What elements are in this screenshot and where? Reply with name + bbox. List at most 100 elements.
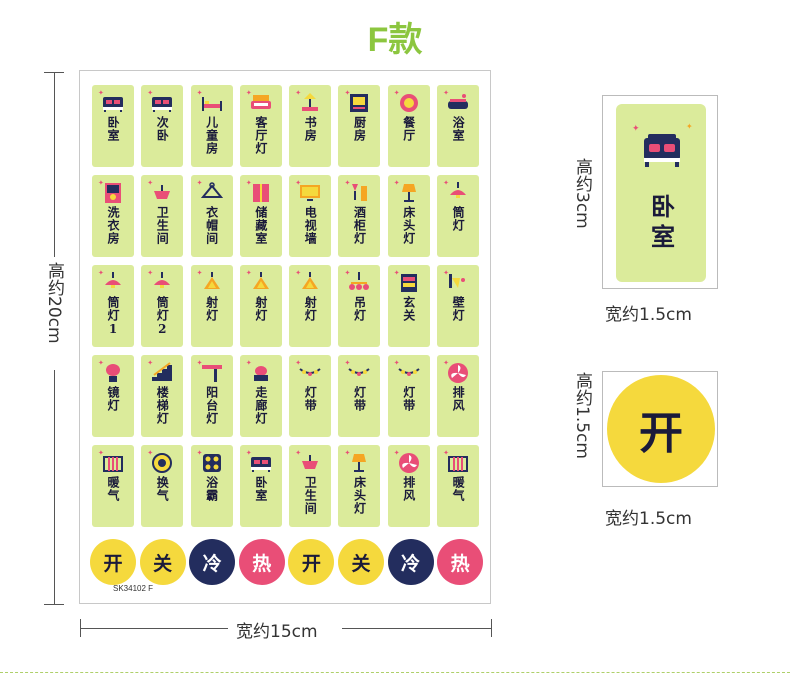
bed-icon xyxy=(250,457,271,472)
sparkle-icon: ✦ xyxy=(443,449,449,457)
sticker-label: 排风 xyxy=(401,476,416,502)
stairs-icon xyxy=(152,362,173,381)
tv-icon xyxy=(300,185,321,201)
sticker-tile: ✦筒灯1 xyxy=(92,265,134,347)
sparkle-icon: ✦ xyxy=(98,449,104,457)
round-sticker: 热 xyxy=(437,539,484,585)
bathtub-icon xyxy=(448,94,469,109)
sticker-tile: ✦ 床头灯 xyxy=(338,445,381,527)
stove-icon xyxy=(350,94,369,112)
sparkle-icon: ✦ xyxy=(245,449,252,457)
sparkle-icon: ✦ xyxy=(196,359,203,367)
sticker-tile: ✦灯带 xyxy=(387,355,430,437)
heater-icon xyxy=(448,456,469,472)
sticker-tile: ✦换气 xyxy=(141,445,184,527)
sticker-label: 书房 xyxy=(303,116,318,142)
sparkle-icon: ✦ xyxy=(245,359,252,367)
downlight-icon xyxy=(450,182,467,198)
sticker-tile: ✦卫生间 xyxy=(141,175,184,257)
sticker-label: 洗衣房 xyxy=(106,206,120,245)
sparkle-icon: ✦ xyxy=(295,89,302,97)
desk-lamp-icon xyxy=(302,93,319,111)
sticker-tile: ✦ 餐厅 xyxy=(387,85,430,167)
round-sticker: 冷 xyxy=(189,539,236,585)
sparkle-icon: ✦ xyxy=(344,89,351,97)
downlight-icon xyxy=(154,272,171,288)
sparkle-icon: ✦ xyxy=(344,449,351,457)
sticker-tile: ✦储藏室 xyxy=(239,175,282,257)
fan-icon xyxy=(448,363,469,383)
sticker-label: 暖气 xyxy=(451,476,466,502)
plate-icon xyxy=(399,94,418,112)
spot-icon xyxy=(252,272,269,289)
bed-icon xyxy=(152,97,173,112)
sticker-tile: ✦卫生间 xyxy=(289,445,332,527)
bottom-divider xyxy=(0,672,790,674)
sticker-label: 餐厅 xyxy=(401,116,416,142)
sparkle-icon: ✦ xyxy=(245,89,252,97)
sticker-label: 床头灯 xyxy=(352,476,367,515)
sticker-tile: ✦ 客厅灯 xyxy=(239,85,282,167)
bed-icon xyxy=(644,134,680,167)
sticker-label: 次卧 xyxy=(155,116,170,142)
width-line-left xyxy=(80,628,228,629)
sparkle-icon: ✦ xyxy=(344,179,351,187)
sparkle-icon: ✦ xyxy=(295,269,302,277)
downlight-icon xyxy=(105,272,121,288)
sticker-label: 走廊灯 xyxy=(253,386,268,425)
sticker-label: 玄关 xyxy=(401,296,416,322)
sticker-tile: ✦阳台灯 xyxy=(190,355,233,437)
sparkle-icon: ✦ xyxy=(245,179,252,187)
sticker-label: 暖气 xyxy=(106,476,120,502)
tile-grid: ✦卧室✦次卧✦儿童房✦客厅灯✦书房✦厨房✦餐厅✦浴室✦洗衣房✦卫生间✦衣帽间✦储… xyxy=(92,85,480,527)
sticker-label: 镜灯 xyxy=(106,386,120,412)
spot-icon xyxy=(203,272,220,289)
sticker-label: 灯带 xyxy=(401,386,416,412)
sticker-tile: ✦儿童房 xyxy=(190,85,233,167)
sparkle-icon: ✦ xyxy=(295,179,302,187)
sticker-label: 卧室 xyxy=(253,476,268,502)
sticker-tile: ✦厨房 xyxy=(338,85,381,167)
bed-icon xyxy=(103,97,123,112)
sparkle-icon: ✦ xyxy=(98,179,104,187)
sticker-tile: ✦筒灯 xyxy=(437,175,480,257)
sparkle-icon: ✦ xyxy=(632,124,640,134)
vent-icon xyxy=(152,453,173,473)
sticker-tile: ✦ 衣帽间 xyxy=(190,175,233,257)
big-sticker-tile: ✦ ✦ 卧室 xyxy=(616,104,706,282)
sticker-tile: ✦ 洗衣房 xyxy=(92,175,134,257)
round-sticker: 关 xyxy=(337,539,384,585)
sticker-label: 衣帽间 xyxy=(204,206,219,245)
sparkle-icon: ✦ xyxy=(196,449,203,457)
sparkle-icon: ✦ xyxy=(393,89,400,97)
sticker-label: 电视墙 xyxy=(303,206,318,245)
sticker-label: 换气 xyxy=(155,476,170,502)
page-title: F款 xyxy=(367,21,423,59)
sparkle-icon: ✦ xyxy=(196,89,203,97)
sticker-tile: ✦筒灯2 xyxy=(141,265,184,347)
sticker-label: 客厅灯 xyxy=(253,116,268,155)
sticker-label: 壁灯 xyxy=(451,296,466,322)
sparkle-icon: ✦ xyxy=(147,89,154,97)
sticker-label: 浴室 xyxy=(451,116,466,142)
hanger-icon xyxy=(200,182,223,198)
sticker-label: 射灯 xyxy=(204,296,219,322)
sparkle-icon: ✦ xyxy=(98,269,104,277)
height-line-top xyxy=(54,72,55,257)
sticker-label: 卫生间 xyxy=(155,206,170,245)
sticker-tile: ✦灯带 xyxy=(338,355,381,437)
basin-icon xyxy=(302,455,319,469)
mirror-icon xyxy=(106,364,120,382)
lamp-icon xyxy=(352,454,367,472)
sticker-tile: ✦ 暖气 xyxy=(437,445,480,527)
sparkle-icon: ✦ xyxy=(393,449,400,457)
sticker-tile: ✦ 书房 xyxy=(289,85,332,167)
sparkle-icon: ✦ xyxy=(443,179,449,187)
circle-sticker: 开 xyxy=(607,375,715,483)
sparkle-icon: ✦ xyxy=(196,179,203,187)
sticker-tile: ✦排风 xyxy=(437,355,480,437)
product-code: SK34102 F xyxy=(113,584,154,593)
big-card-height-label: 高约3cm xyxy=(572,158,592,229)
circle-card-height-label: 高约1.5cm xyxy=(572,372,592,459)
sparkle-icon: ✦ xyxy=(98,89,104,97)
